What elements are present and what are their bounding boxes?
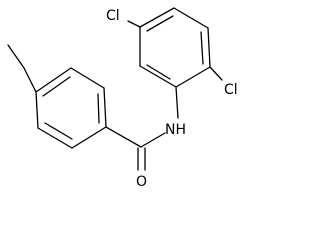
molecule-structure-diagram: Cl Cl NH O (7, 7, 238, 190)
atom-label-cl-right: Cl (224, 82, 238, 98)
ring1-double-bond (42, 76, 71, 97)
ring1-bond (71, 126, 107, 149)
atom-label-nh: NH (165, 122, 186, 138)
nh-text: NH (165, 122, 186, 138)
dichlorophenyl-ring (139, 7, 211, 88)
bond-ring-cl-top (127, 20, 141, 28)
ring2-bond (139, 65, 177, 88)
o-text: O (136, 174, 147, 190)
benzoyl-ring (35, 67, 107, 149)
ring1-bond (35, 67, 72, 93)
ring2-double-bond (200, 31, 204, 65)
ring2-bond (175, 66, 211, 88)
ring2-bond (173, 7, 209, 29)
bond-ethyl-ch2-ring (23, 67, 37, 93)
bond-n-ring2 (175, 86, 179, 119)
ring2-double-bond (146, 64, 171, 80)
ring1-bond (103, 87, 107, 128)
cl-top-text: Cl (106, 8, 120, 24)
bond-carbonyl-n (140, 132, 166, 148)
atom-label-cl-top: Cl (106, 8, 120, 24)
ring1-bond (35, 91, 39, 129)
ring1-double-bond (44, 122, 73, 140)
atom-label-o: O (136, 174, 147, 190)
bond-ethyl-ch3-ch2 (7, 44, 25, 69)
ring2-double-bond (146, 15, 174, 32)
ring2-bond (139, 7, 175, 28)
ring2-bond (207, 27, 211, 68)
ring1-bond (70, 67, 105, 89)
bond-ring-cl-right (209, 66, 223, 81)
ring1-double-bond (97, 93, 100, 124)
structure-drawing: Cl Cl NH O (7, 7, 238, 190)
cl-right-text: Cl (224, 82, 238, 98)
bond-ring-carbonyl (105, 126, 142, 148)
ring1-bond (37, 127, 73, 149)
